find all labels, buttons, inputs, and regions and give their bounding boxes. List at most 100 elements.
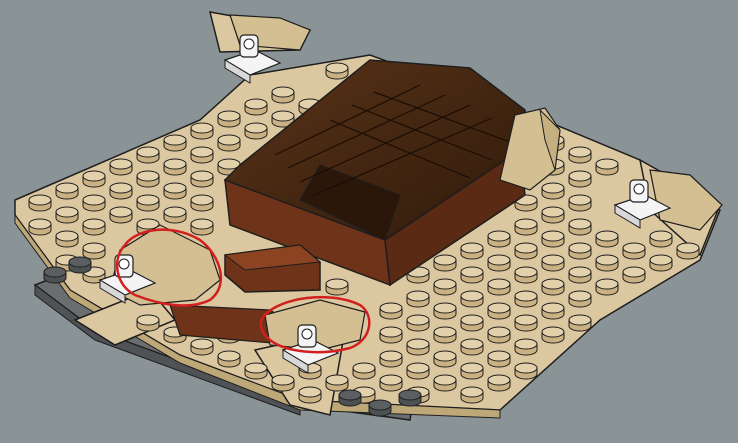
stud — [434, 351, 456, 367]
stud — [191, 219, 213, 235]
stud — [164, 207, 186, 223]
stud — [326, 375, 348, 391]
stud — [191, 171, 213, 187]
stud — [137, 147, 159, 163]
stud — [299, 387, 321, 403]
stud — [29, 219, 51, 235]
stud — [461, 291, 483, 307]
stud — [110, 183, 132, 199]
stud — [137, 195, 159, 211]
stud — [191, 339, 213, 355]
stud — [515, 219, 537, 235]
stud — [164, 159, 186, 175]
stud — [191, 123, 213, 139]
stud — [542, 279, 564, 295]
stud — [407, 315, 429, 331]
stud — [380, 303, 402, 319]
stud — [83, 219, 105, 235]
stud — [326, 63, 348, 79]
stud — [272, 87, 294, 103]
stud — [461, 267, 483, 283]
stud — [380, 351, 402, 367]
stud — [569, 171, 591, 187]
stud — [461, 243, 483, 259]
stud — [434, 279, 456, 295]
stud — [56, 207, 78, 223]
stud — [218, 351, 240, 367]
stud — [488, 375, 510, 391]
stud — [650, 255, 672, 271]
stud — [137, 315, 159, 331]
stud — [218, 111, 240, 127]
stud — [434, 327, 456, 343]
stud — [515, 267, 537, 283]
stud — [83, 195, 105, 211]
stud — [596, 255, 618, 271]
stud — [488, 231, 510, 247]
stud — [380, 327, 402, 343]
stud — [44, 267, 66, 283]
stud — [110, 159, 132, 175]
stud — [623, 267, 645, 283]
stud — [542, 255, 564, 271]
stud — [488, 351, 510, 367]
stud — [596, 159, 618, 175]
stud — [569, 291, 591, 307]
stud — [569, 195, 591, 211]
stud — [488, 255, 510, 271]
stud — [542, 327, 564, 343]
stud — [488, 327, 510, 343]
stud — [245, 99, 267, 115]
stud — [542, 183, 564, 199]
stud — [596, 231, 618, 247]
stud — [164, 183, 186, 199]
stud — [83, 171, 105, 187]
stud — [407, 291, 429, 307]
stud — [623, 243, 645, 259]
stud — [677, 243, 699, 259]
stud — [650, 231, 672, 247]
stud — [596, 279, 618, 295]
stud — [569, 267, 591, 283]
stud — [488, 303, 510, 319]
stud — [461, 387, 483, 403]
stud — [56, 183, 78, 199]
stud — [461, 339, 483, 355]
stud — [69, 257, 91, 273]
stud — [245, 123, 267, 139]
stud — [461, 363, 483, 379]
stud — [515, 363, 537, 379]
stud — [461, 315, 483, 331]
stud — [272, 375, 294, 391]
stud — [83, 243, 105, 259]
stud — [542, 231, 564, 247]
stud — [515, 315, 537, 331]
stud — [542, 207, 564, 223]
stud — [515, 243, 537, 259]
stud — [218, 135, 240, 151]
stud — [191, 147, 213, 163]
stud — [569, 243, 591, 259]
stud — [164, 135, 186, 151]
stud — [326, 279, 348, 295]
stud — [29, 195, 51, 211]
stud — [369, 400, 391, 416]
stud — [339, 390, 361, 406]
stud — [488, 279, 510, 295]
stud — [110, 207, 132, 223]
stud — [569, 219, 591, 235]
stud — [137, 171, 159, 187]
stud — [245, 363, 267, 379]
stud — [56, 231, 78, 247]
stud — [515, 291, 537, 307]
stud — [399, 390, 421, 406]
stud — [407, 363, 429, 379]
stud — [569, 147, 591, 163]
stud — [380, 375, 402, 391]
stud — [569, 315, 591, 331]
stud — [434, 303, 456, 319]
stud — [353, 363, 375, 379]
stud — [407, 339, 429, 355]
